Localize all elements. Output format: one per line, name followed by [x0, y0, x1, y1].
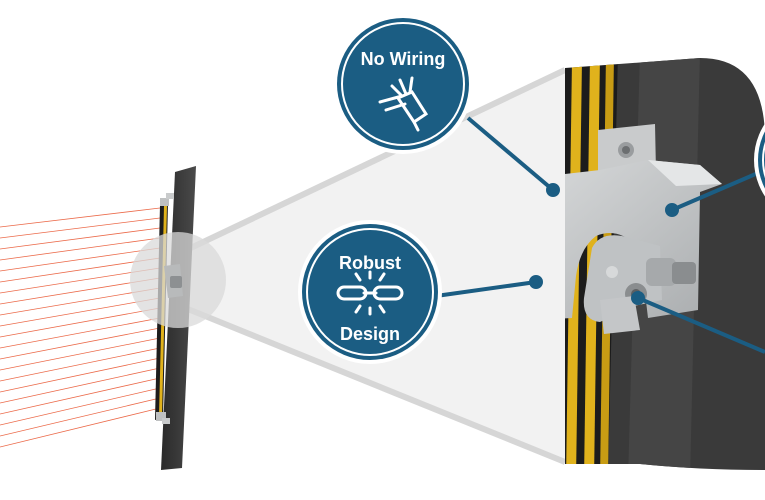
zoomed-bracket-view: [565, 58, 765, 470]
design-label: Design: [339, 324, 400, 344]
callout-lines: [435, 116, 765, 354]
light-curtain-beams: [0, 207, 161, 448]
robust-label: Robust: [339, 253, 401, 273]
chain-link-icon: [336, 270, 404, 316]
magnifier-circle: [130, 232, 226, 328]
wires-icon: [378, 76, 429, 132]
no-wiring-label: No Wiring: [360, 49, 446, 69]
robust-design-badge: [298, 220, 442, 364]
no-wiring-badge: [333, 14, 473, 154]
partial-badge-right: [754, 123, 765, 197]
